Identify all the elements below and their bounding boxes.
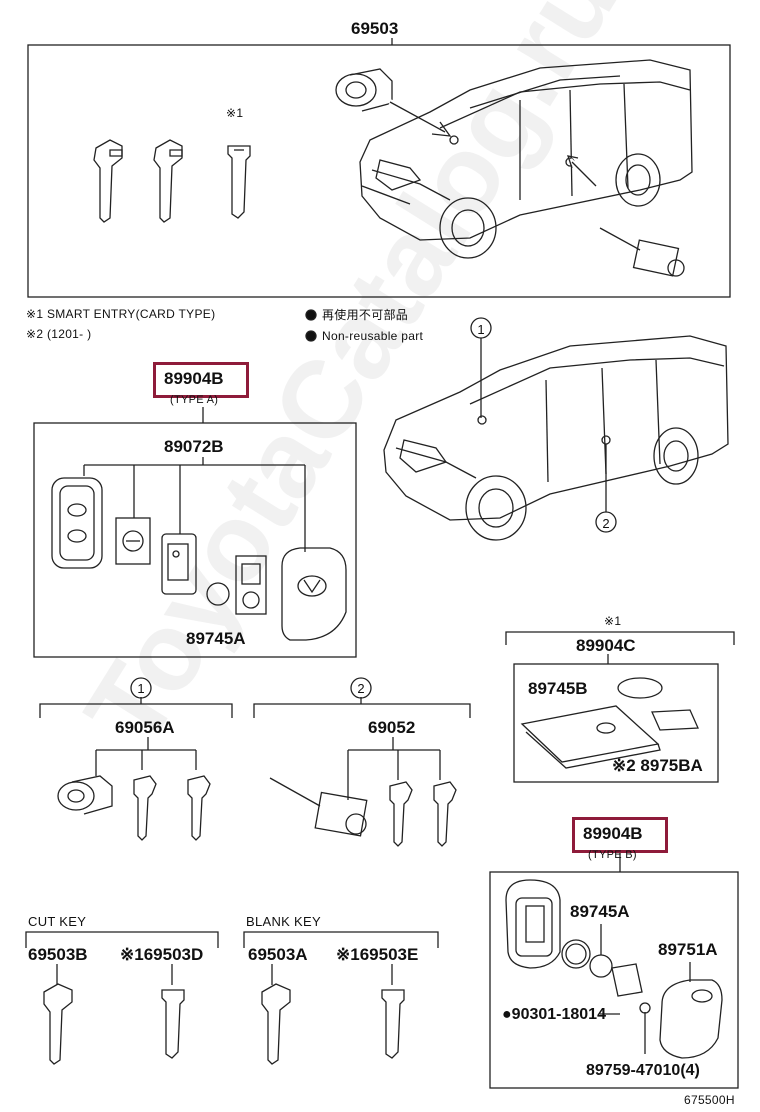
legend-en: Non-reusable part <box>322 329 424 343</box>
battery-cover-icon <box>235 555 267 615</box>
bracket-69056A <box>39 703 233 718</box>
key-icon-top-3 <box>227 145 251 219</box>
top-frame <box>27 44 731 298</box>
label-69503D[interactable]: ※169503D <box>120 945 204 964</box>
button-pad-icon <box>115 517 151 565</box>
label-69052[interactable]: 69052 <box>368 718 416 737</box>
card-key-frame <box>513 663 719 783</box>
bracket-cut-key <box>25 931 219 948</box>
battery-icon-card <box>617 677 663 699</box>
label-69503-top[interactable]: 69503 <box>351 19 399 38</box>
key-icon-69503B <box>43 983 73 1065</box>
key-icon-69052-2 <box>433 781 457 847</box>
key-icon-69056A-2 <box>187 775 211 841</box>
label-69503B[interactable]: 69503B <box>28 945 88 964</box>
screw-icon <box>639 1002 651 1054</box>
smart-key-case-icon <box>51 477 103 569</box>
legend-jp: 再使用不可部品 <box>322 308 409 322</box>
label-69503E[interactable]: ※169503E <box>336 945 419 964</box>
smart-key-case-icon-b <box>505 879 561 969</box>
bracket-blank-key <box>243 931 439 948</box>
key-icon-69503A <box>261 983 291 1065</box>
key-icon-top-1 <box>93 139 123 223</box>
smart-key-shell-icon <box>281 547 347 641</box>
key-icon-69503E <box>381 989 405 1059</box>
key-icon-top-2 <box>153 139 183 223</box>
label-ref1-top: ※1 <box>226 106 244 120</box>
door-lock-icon-69052 <box>269 777 368 837</box>
label-89759-47010[interactable]: 89759-47010(4) <box>586 1062 700 1079</box>
battery-icon-b <box>589 954 613 978</box>
battery-icon-a <box>206 582 230 606</box>
diagram-code: 675500H <box>684 1093 735 1107</box>
label-69503A[interactable]: 69503A <box>248 945 308 964</box>
circuit-board-icon <box>161 533 197 595</box>
label-blank-key: BLANK KEY <box>246 914 321 929</box>
label-89751A[interactable]: 89751A <box>658 940 718 959</box>
key-cover-icon <box>659 979 723 1059</box>
label-ref1-card: ※1 <box>604 614 622 628</box>
key-icon-69052-1 <box>389 781 413 847</box>
label-type-a: (TYPE A) <box>170 394 219 406</box>
vehicle-illustration-mid <box>383 335 729 541</box>
door-lock-icon-top <box>599 227 685 277</box>
label-8975BA[interactable]: ※2 8975BA <box>612 756 703 775</box>
key-icon-69503D <box>161 989 185 1059</box>
label-89745A-b[interactable]: 89745A <box>570 902 630 921</box>
bracket-69052 <box>253 703 471 718</box>
label-89904B-a[interactable]: 89904B <box>164 369 224 388</box>
label-cut-key: CUT KEY <box>28 914 87 929</box>
highlight-89904B-a <box>153 362 249 398</box>
label-89072B[interactable]: 89072B <box>164 437 224 456</box>
card-key-icon <box>520 705 661 769</box>
note-date-range: ※2 (1201- ) <box>26 327 92 341</box>
label-89904B-b[interactable]: 89904B <box>583 824 643 843</box>
label-69056A[interactable]: 69056A <box>115 718 175 737</box>
label-89904C[interactable]: 89904C <box>576 636 636 655</box>
key-icon-69056A-1 <box>133 775 157 841</box>
bracket-89904C <box>505 631 735 645</box>
cover-plate-icon <box>611 963 643 997</box>
label-89745B[interactable]: 89745B <box>528 679 588 698</box>
type-b-frame <box>489 871 739 1089</box>
label-89745A-a[interactable]: 89745A <box>186 629 246 648</box>
label-type-b: (TYPE B) <box>588 849 637 861</box>
vehicle-illustration-top <box>359 59 693 259</box>
lock-cylinder-icon-1 <box>57 775 113 815</box>
type-a-frame <box>33 422 357 658</box>
lock-cylinder-icon-top <box>335 68 393 112</box>
note-smart-entry: ※1 SMART ENTRY(CARD TYPE) <box>26 307 216 321</box>
card-sheet-icon <box>651 709 699 731</box>
o-ring-icon <box>561 939 591 969</box>
label-90301-18014[interactable]: ●90301-18014 <box>502 1006 606 1023</box>
highlight-89904B-b <box>572 817 668 853</box>
